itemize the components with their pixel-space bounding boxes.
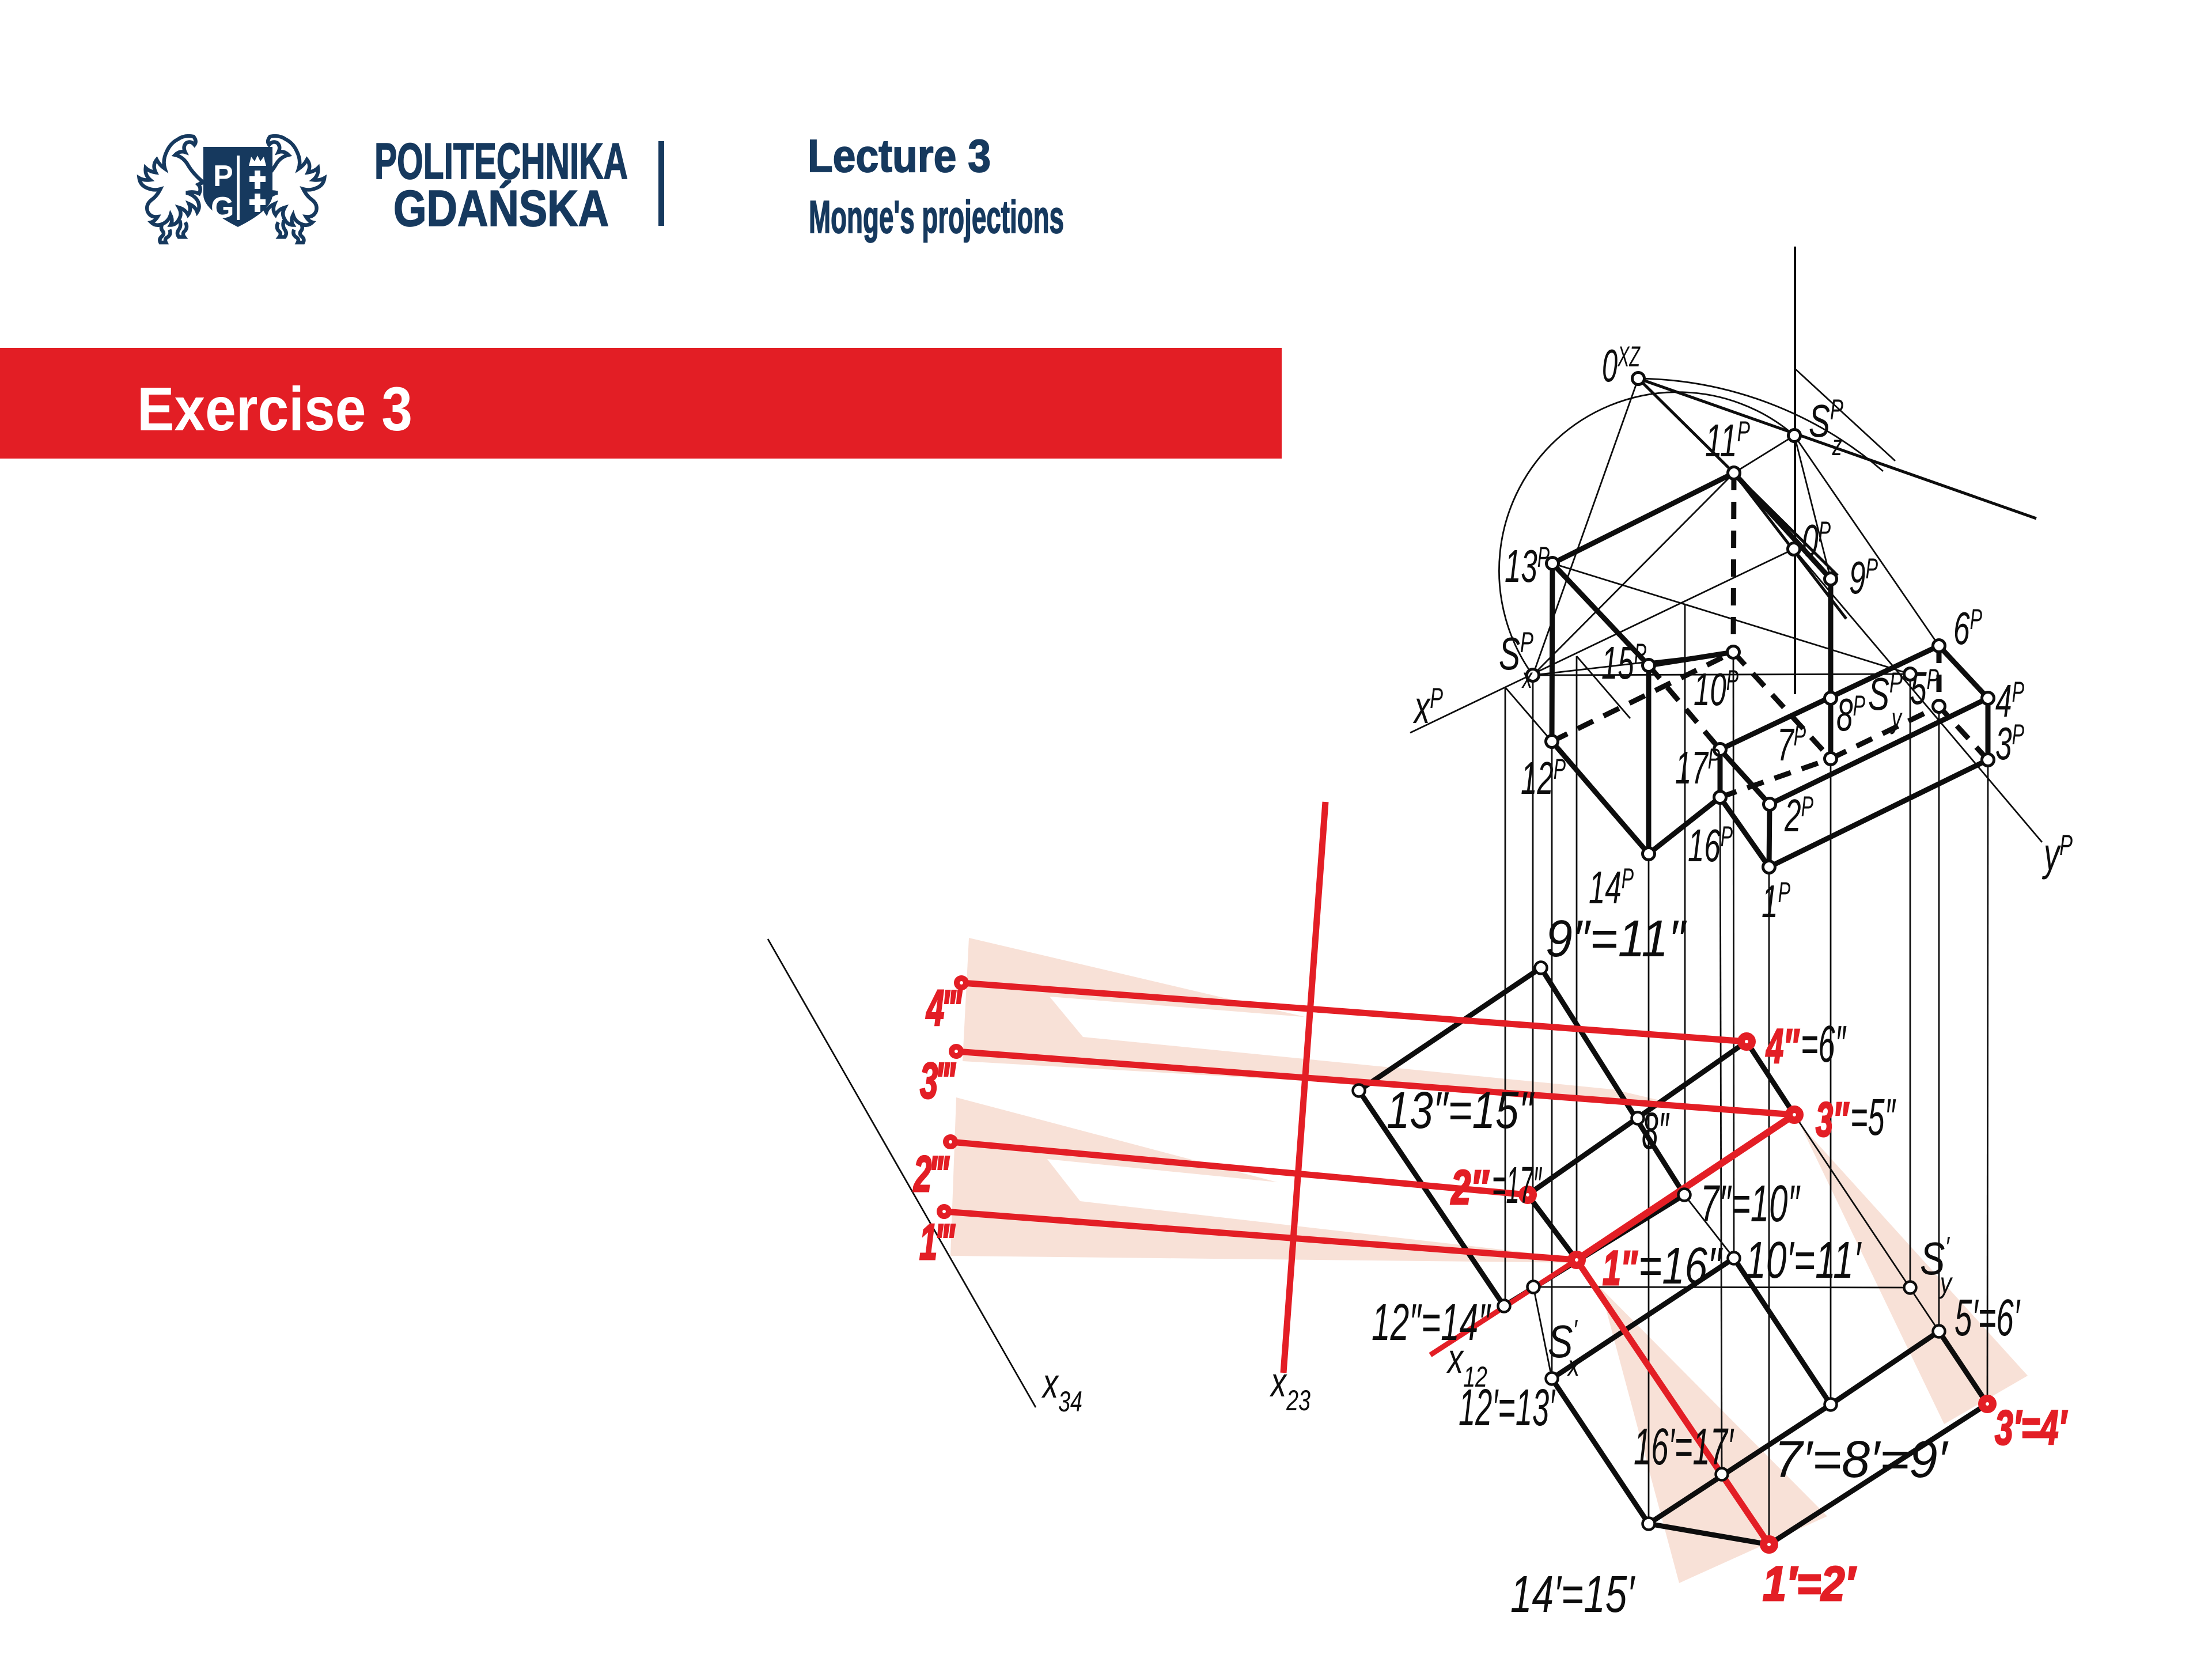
svg-text:Lecture 3: Lecture 3 — [808, 130, 991, 181]
svg-text:6P: 6P — [1953, 603, 1982, 654]
svg-text:POLITECHNIKA: POLITECHNIKA — [374, 132, 628, 190]
svg-text:=6″: =6″ — [1801, 1016, 1847, 1073]
svg-text:8″: 8″ — [1642, 1103, 1670, 1160]
svg-text:1′=2′: 1′=2′ — [1763, 1557, 1857, 1611]
svg-text:5′=6′: 5′=6′ — [1955, 1289, 2021, 1347]
svg-text:14P: 14P — [1589, 862, 1634, 913]
svg-text:12″=14″: 12″=14″ — [1372, 1294, 1491, 1351]
svg-text:2‴: 2‴ — [913, 1145, 950, 1202]
svg-text:1‴: 1‴ — [919, 1213, 955, 1270]
svg-text:4‴: 4‴ — [926, 979, 963, 1036]
svg-text:3″: 3″ — [1816, 1092, 1849, 1146]
svg-text:=16″: =16″ — [1638, 1237, 1723, 1295]
svg-text:P: P — [213, 160, 233, 193]
svg-text:1″: 1″ — [1603, 1241, 1638, 1295]
svg-text:4″: 4″ — [1766, 1019, 1800, 1073]
svg-text:GDAŃSKA: GDAŃSKA — [393, 180, 609, 237]
svg-text:=17″: =17″ — [1492, 1157, 1542, 1214]
svg-text:16′=17′: 16′=17′ — [1634, 1418, 1734, 1476]
svg-text:3‴: 3‴ — [920, 1052, 956, 1109]
svg-text:1P: 1P — [1762, 876, 1790, 927]
svg-text:10′=11′: 10′=11′ — [1745, 1232, 1862, 1289]
svg-text:13″=15″: 13″=15″ — [1387, 1082, 1535, 1139]
svg-text:3′=4′: 3′=4′ — [1995, 1400, 2068, 1455]
svg-text:Exercise 3: Exercise 3 — [137, 374, 412, 444]
svg-text:14′=15′: 14′=15′ — [1510, 1566, 1635, 1623]
svg-text:7″=10″: 7″=10″ — [1700, 1175, 1801, 1233]
svg-text:7′=8′=9′: 7′=8′=9′ — [1774, 1431, 1949, 1489]
svg-text:2″: 2″ — [1450, 1160, 1490, 1214]
svg-text:12′=13′: 12′=13′ — [1459, 1379, 1556, 1437]
svg-text:5P: 5P — [1910, 662, 1939, 714]
svg-text:Monge's projections: Monge's projections — [809, 191, 1064, 243]
svg-text:G: G — [211, 191, 234, 225]
svg-text:9″=11″: 9″=11″ — [1546, 910, 1687, 968]
svg-text:=5″: =5″ — [1850, 1089, 1896, 1146]
